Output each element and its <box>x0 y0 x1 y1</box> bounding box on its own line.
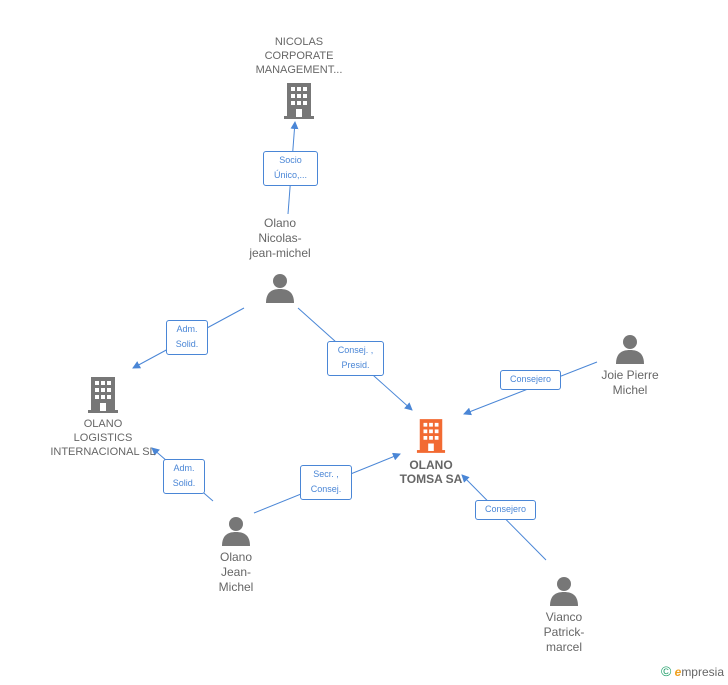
edge-label-adm-solid-2[interactable]: Adm. Solid. <box>163 459 205 494</box>
edge-label-secr-consej[interactable]: Secr. , Consej. <box>300 465 352 500</box>
edge-label-line: Consej. , <box>337 345 374 355</box>
edge-label-socio-unico[interactable]: Socio Único,... <box>263 151 318 186</box>
edge-label-consejero-2[interactable]: Consejero <box>475 500 536 520</box>
edge-label-line: Presid. <box>341 360 370 370</box>
node-label-line: Jean- <box>220 565 252 579</box>
company-node-olano-logistics[interactable]: OLANO LOGISTICS INTERNACIONAL SL <box>40 377 166 459</box>
node-label-line: Olano <box>219 550 253 564</box>
node-label-line: INTERNACIONAL SL <box>50 446 156 458</box>
person-node-olano-jean[interactable]: Olano Jean- Michel <box>196 516 276 595</box>
node-label-line: OLANO <box>409 458 453 472</box>
person-icon <box>616 335 644 364</box>
edge-label-line: Socio <box>279 155 302 165</box>
edge-label-line: Consejero <box>484 504 527 514</box>
node-label-line: OLANO <box>83 418 123 430</box>
edge-label-consejero-1[interactable]: Consejero <box>500 370 561 390</box>
person-icon <box>266 274 294 303</box>
node-label-line: LOGISTICS <box>73 432 133 444</box>
edge-label-line: Solid. <box>172 478 196 488</box>
node-label-line: Nicolas- <box>258 231 302 245</box>
edge-label-consej-presid[interactable]: Consej. , Presid. <box>327 341 384 376</box>
node-label-line: Joie Pierre <box>601 368 659 382</box>
edge-label-line: Secr. , <box>313 469 339 479</box>
node-label-line: jean-michel <box>249 246 311 260</box>
edge-label-adm-solid-1[interactable]: Adm. Solid. <box>166 320 208 355</box>
node-label-line: Michel <box>612 383 648 397</box>
edge-label-line: Consejero <box>509 374 552 384</box>
person-node-vianco[interactable]: Vianco Patrick- marcel <box>524 576 604 655</box>
brand-logo-text: mpresia <box>681 665 724 679</box>
node-label-line: Patrick- <box>543 625 585 639</box>
person-icon <box>550 577 578 606</box>
building-icon <box>284 83 314 119</box>
node-label-line: Olano <box>263 216 297 230</box>
edge-label-line: Único,... <box>273 170 307 180</box>
node-label-line: Michel <box>218 580 254 594</box>
building-icon <box>416 419 446 453</box>
node-label-line: MANAGEMENT... <box>255 64 343 76</box>
copyright-icon: © <box>660 663 672 679</box>
edge-label-line: Adm. <box>173 463 195 473</box>
edge-label-line: Consej. <box>310 484 342 494</box>
edge-label-line: Adm. <box>176 324 198 334</box>
company-node-nicolas-corporate[interactable]: NICOLAS CORPORATE MANAGEMENT... <box>236 35 362 119</box>
building-icon <box>88 377 118 413</box>
node-label-line: NICOLAS <box>274 36 324 48</box>
brand-logo-initial: e <box>674 665 682 679</box>
person-node-joie-pierre[interactable]: Joie Pierre Michel <box>584 334 676 398</box>
node-label-line: Vianco <box>545 610 583 624</box>
node-label-line: CORPORATE <box>264 50 334 62</box>
node-label-line: marcel <box>545 640 582 654</box>
empresia-brand: © empresia <box>661 663 724 679</box>
edge-label-line: Solid. <box>175 339 199 349</box>
node-label-line: TOMSA SA <box>399 472 463 486</box>
person-icon <box>222 517 250 546</box>
person-node-olano-nicolas[interactable]: Olano Nicolas- jean-michel <box>230 216 330 303</box>
company-node-olano-tomsa[interactable]: OLANO TOMSA SA <box>386 419 476 486</box>
